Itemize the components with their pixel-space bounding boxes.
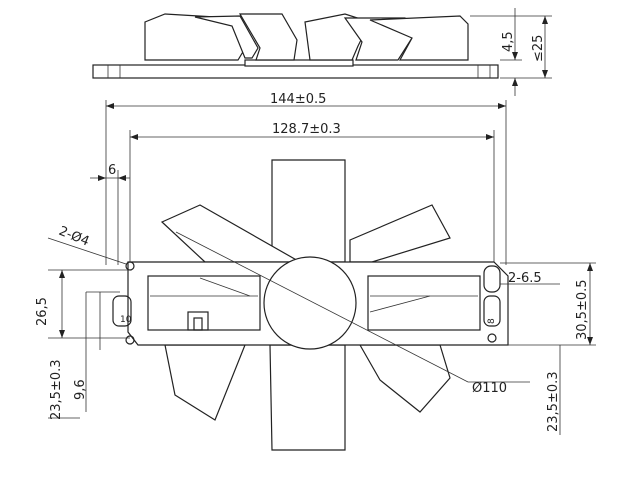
blade-top-right	[349, 204, 451, 263]
left-height-label: 26,5	[35, 297, 50, 326]
slot-small-right-label: 8	[487, 318, 497, 324]
hole-callout-label: 2-Ø4	[57, 224, 92, 250]
side-view: 4,5 ≤25	[92, 8, 552, 96]
top-dimensions: 144±0.5 128.7±0.3 6	[90, 92, 507, 265]
right-offset-label: 23,5±0.3	[546, 371, 561, 432]
side-blade-2	[194, 15, 259, 59]
window-right	[367, 275, 481, 331]
blade-bottom-left	[164, 344, 246, 421]
mount-slot-left	[112, 295, 132, 327]
small-height-label: 9,6	[73, 379, 88, 400]
left-offset-label: 23,5±0.3	[49, 359, 64, 420]
blade-bottom-right	[358, 344, 451, 413]
slot-callout-label: 2-6.5	[508, 271, 542, 286]
side-blade-6	[369, 15, 469, 61]
tab-width-label: 6	[108, 163, 116, 178]
thickness-label: 4,5	[501, 31, 516, 52]
max-height-label: ≤25	[531, 35, 546, 62]
overall-width-label: 144±0.5	[270, 92, 326, 107]
front-view: Ø110 2-Ø4 2-6.5 10 8	[47, 159, 560, 451]
side-blade-3	[238, 13, 298, 61]
mount-slot-right	[483, 265, 501, 293]
blade-top	[271, 159, 346, 263]
blade-bottom	[269, 344, 346, 451]
right-dimensions: 30,5±0.5 23,5±0.3	[500, 262, 596, 435]
hole-spacing-label: 128.7±0.3	[272, 122, 341, 137]
slot-small-label: 10	[120, 315, 132, 325]
right-height-label: 30,5±0.5	[575, 279, 590, 340]
left-dimensions: 26,5 23,5±0.3 9,6	[35, 269, 130, 420]
side-base-plate	[92, 64, 499, 79]
hub	[263, 256, 357, 350]
hub-diameter-label: Ø110	[472, 381, 507, 396]
side-hub	[244, 59, 354, 67]
